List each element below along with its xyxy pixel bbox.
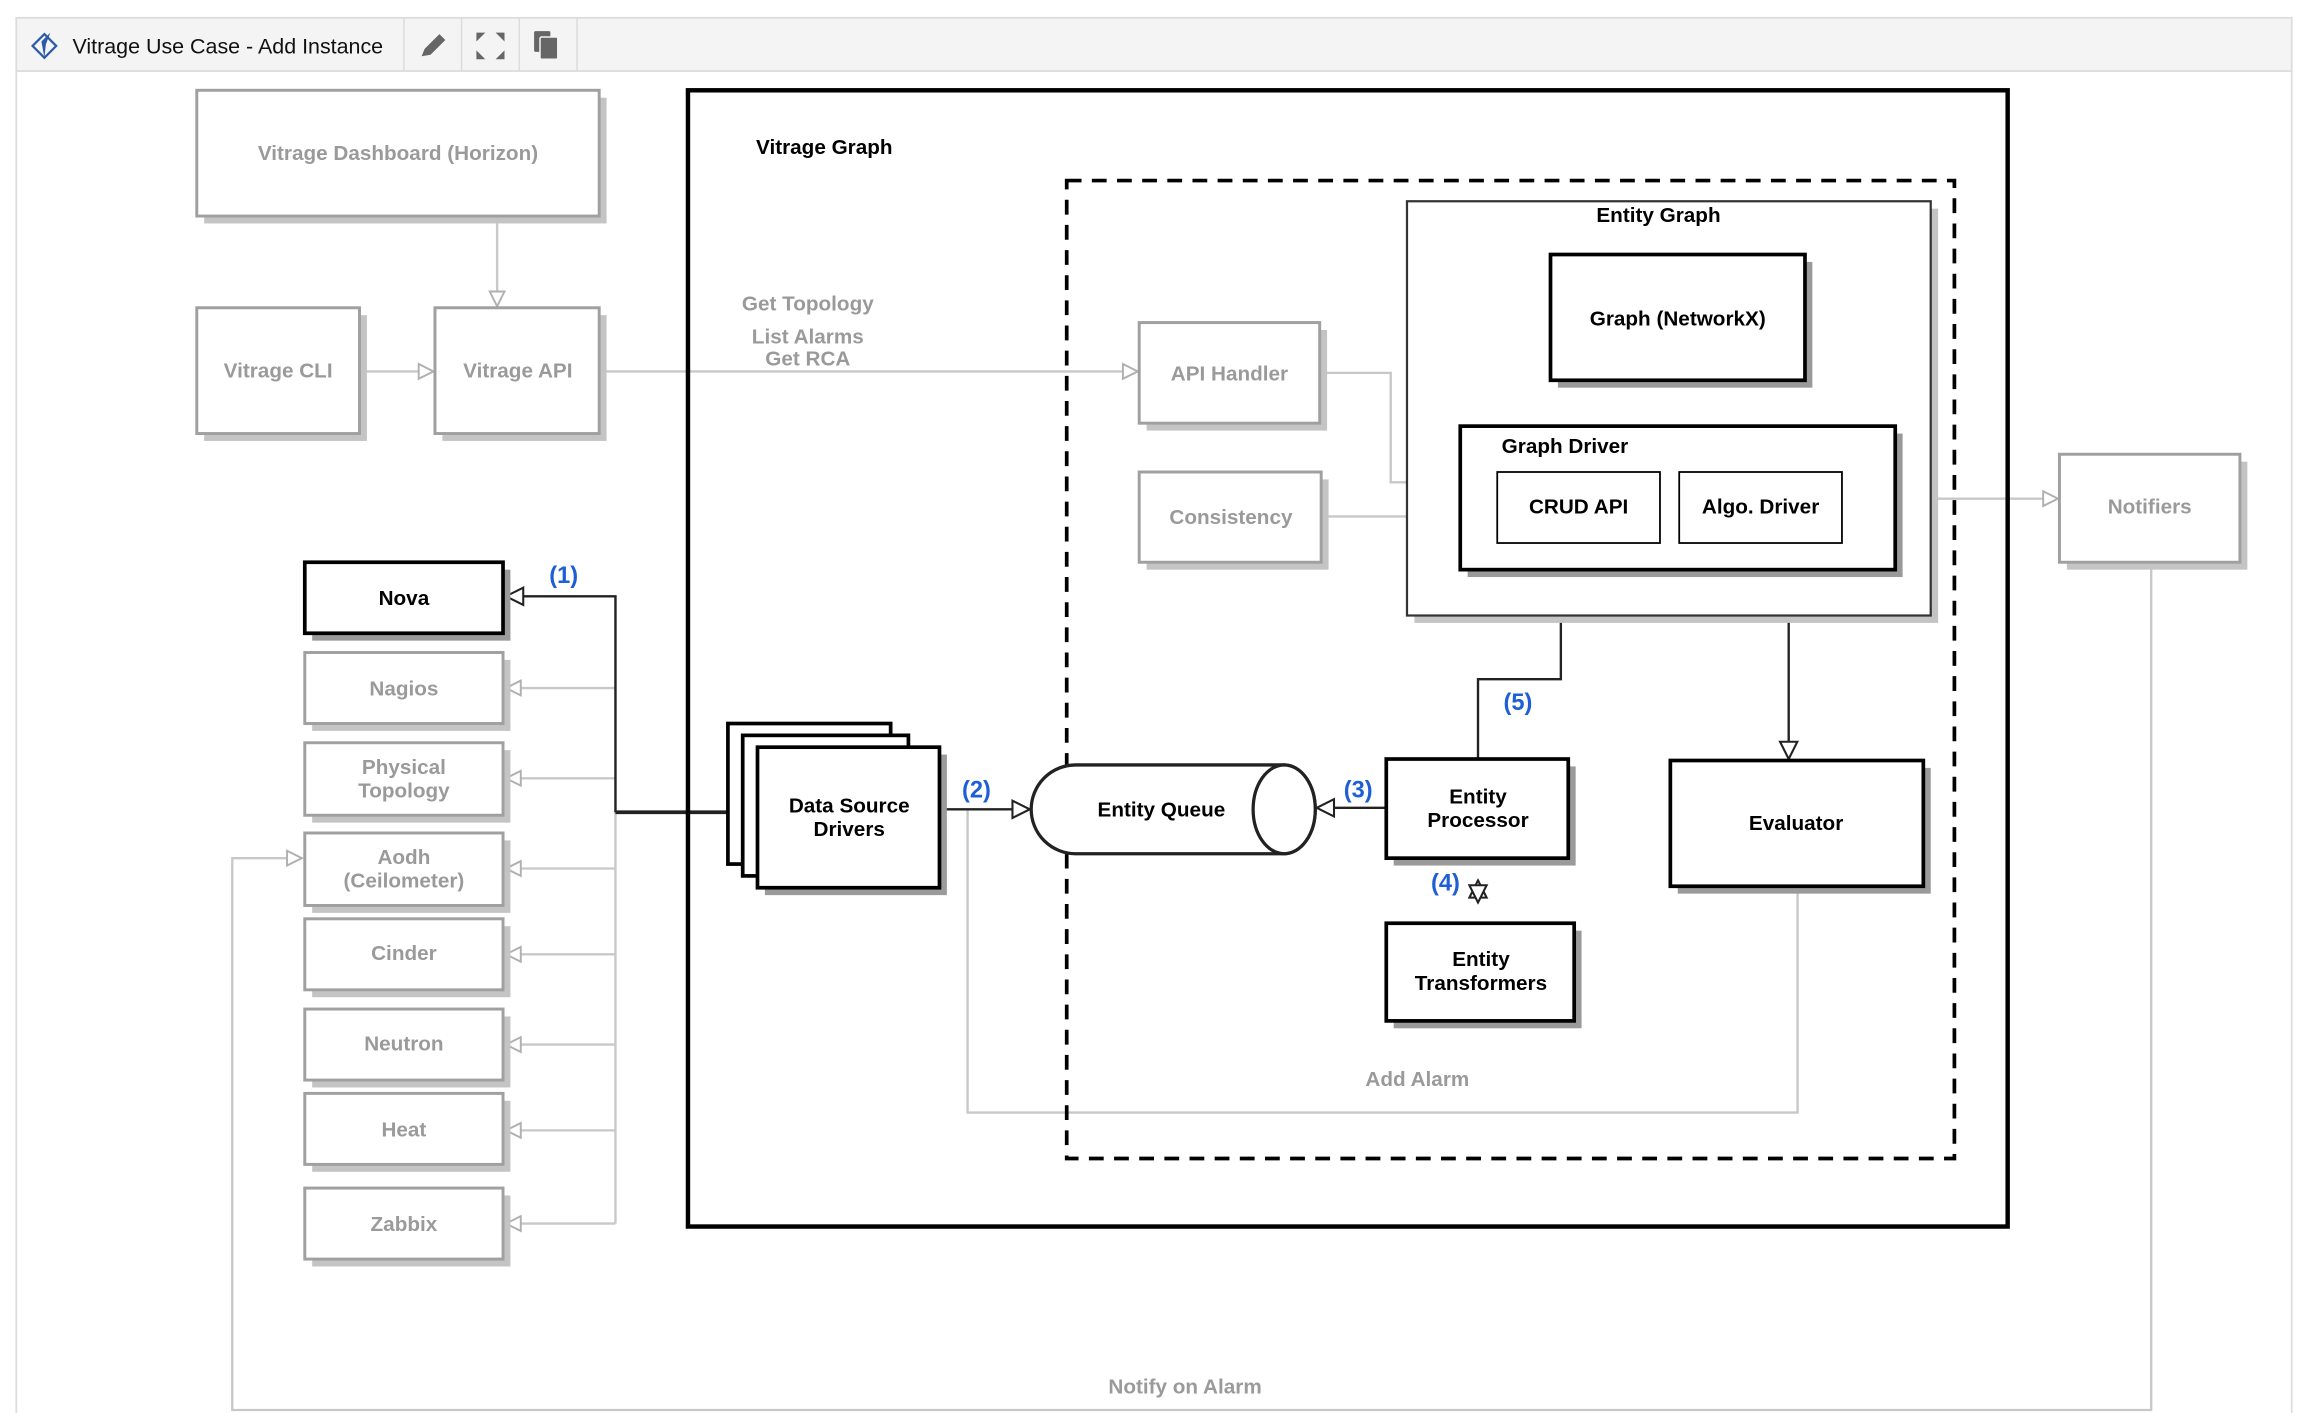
svg-text:Topology: Topology [358, 779, 450, 802]
copy-icon [534, 31, 559, 60]
step-4-label: (4) [1431, 871, 1460, 897]
vitrage-api-box: Vitrage API [433, 306, 607, 441]
svg-text:Transformers: Transformers [1415, 972, 1547, 995]
svg-text:Vitrage Dashboard (Horizon): Vitrage Dashboard (Horizon) [258, 142, 538, 165]
entity-transformers-box: Entity Transformers [1384, 921, 1582, 1029]
svg-text:Aodh: Aodh [377, 846, 430, 869]
graph-networkx-box: Graph (NetworkX) [1548, 252, 1813, 388]
svg-text:Consistency: Consistency [1169, 506, 1293, 529]
svg-text:Neutron: Neutron [364, 1032, 443, 1055]
svg-text:CRUD API: CRUD API [1529, 495, 1628, 518]
svg-text:Data Source: Data Source [789, 794, 910, 817]
source-nagios-box: Nagios [303, 651, 511, 731]
svg-text:Heat: Heat [381, 1118, 426, 1141]
svg-text:Nova: Nova [379, 587, 430, 610]
svg-text:Entity Queue: Entity Queue [1098, 799, 1226, 822]
svg-text:Entity: Entity [1452, 948, 1510, 971]
svg-text:(Ceilometer): (Ceilometer) [344, 870, 465, 893]
fullscreen-button[interactable] [463, 19, 519, 69]
label-notify-on-alarm: Notify on Alarm [1108, 1376, 1261, 1399]
step-2-label: (2) [962, 777, 991, 803]
source-neutron-box: Neutron [303, 1007, 511, 1088]
svg-text:Vitrage Graph: Vitrage Graph [756, 136, 893, 159]
source-heat-box: Heat [303, 1091, 511, 1172]
svg-text:Vitrage API: Vitrage API [463, 359, 572, 382]
svg-text:Evaluator: Evaluator [1749, 812, 1843, 835]
vitrage-dashboard-box: Vitrage Dashboard (Horizon) [195, 88, 607, 224]
label-get-rca: Get RCA [765, 347, 850, 370]
svg-text:Nagios: Nagios [369, 677, 438, 700]
notifiers-box: Notifiers [2057, 452, 2248, 570]
svg-text:Drivers: Drivers [814, 818, 885, 841]
evaluator-box: Evaluator [1668, 758, 1931, 894]
svg-text:API Handler: API Handler [1171, 362, 1288, 385]
label-add-alarm: Add Alarm [1365, 1068, 1469, 1091]
vitrage-logo-icon [30, 32, 58, 60]
step-5-label: (5) [1503, 690, 1532, 716]
svg-text:Processor: Processor [1427, 809, 1528, 832]
svg-text:Vitrage CLI: Vitrage CLI [224, 359, 333, 382]
source-cinder-box: Cinder [303, 917, 511, 998]
step-3-label: (3) [1344, 777, 1373, 803]
vitrage-graph-container: Vitrage Graph [685, 88, 2010, 1229]
svg-text:Algo. Driver: Algo. Driver [1702, 495, 1819, 518]
svg-text:Cinder: Cinder [371, 942, 437, 965]
connectors [231, 216, 2153, 1412]
pencil-icon [421, 34, 446, 57]
step-1-label: (1) [549, 563, 578, 589]
source-zabbix-box: Zabbix [303, 1186, 511, 1267]
svg-text:Physical: Physical [362, 756, 446, 779]
source-nova-box: Nova [302, 560, 511, 641]
edit-button[interactable] [405, 19, 461, 69]
label-list-alarms: List Alarms [752, 325, 864, 348]
api-handler-box: API Handler [1137, 321, 1328, 431]
algo-driver-box: Algo. Driver [1678, 471, 1843, 544]
svg-text:Entity: Entity [1449, 785, 1507, 808]
consistency-box: Consistency [1137, 470, 1329, 570]
vitrage-cli-box: Vitrage CLI [195, 306, 367, 441]
source-aodh-box: Aodh (Ceilometer) [303, 831, 511, 913]
entity-processor-box: Entity Processor [1384, 757, 1576, 866]
data-source-drivers-box: Data Source Drivers [726, 721, 947, 896]
expand-icon [476, 32, 505, 60]
svg-text:Zabbix: Zabbix [371, 1213, 438, 1236]
label-get-topology: Get Topology [742, 293, 874, 316]
title-bar: Vitrage Use Case - Add Instance [15, 16, 2293, 72]
svg-text:Entity Graph: Entity Graph [1596, 204, 1720, 227]
source-physical-topology-box: Physical Topology [303, 741, 511, 823]
crud-api-box: CRUD API [1496, 471, 1661, 544]
entity-queue-cylinder: Entity Queue [1029, 763, 1317, 856]
copy-button[interactable] [521, 19, 577, 69]
window-title: Vitrage Use Case - Add Instance [72, 34, 383, 58]
svg-text:Graph Driver: Graph Driver [1502, 435, 1629, 458]
svg-text:Notifiers: Notifiers [2108, 495, 2192, 518]
svg-text:Graph (NetworkX): Graph (NetworkX) [1590, 308, 1766, 331]
